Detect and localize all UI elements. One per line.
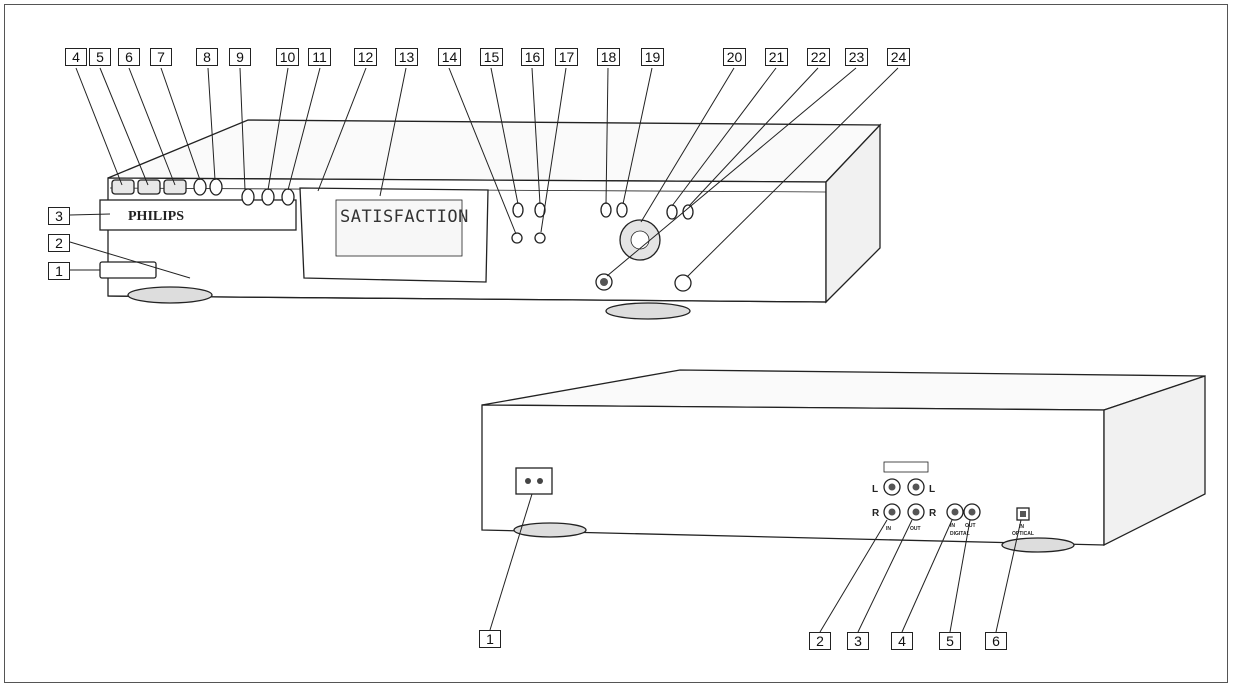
callout-front-22: 22 bbox=[807, 48, 830, 66]
front-side-panel bbox=[825, 123, 881, 304]
button-10a bbox=[241, 188, 255, 206]
callout-front-5: 5 bbox=[89, 48, 111, 66]
callout-front-14: 14 bbox=[438, 48, 461, 66]
display-inner bbox=[335, 199, 463, 257]
label-in-analog: IN bbox=[886, 526, 891, 532]
callout-front-20: 20 bbox=[723, 48, 746, 66]
label-r-out: R bbox=[929, 508, 937, 519]
mains-socket bbox=[515, 467, 553, 495]
button-18 bbox=[600, 202, 612, 218]
label-digital: DIGITAL bbox=[950, 531, 970, 537]
label-in-digital: IN bbox=[950, 523, 955, 529]
figure-frame bbox=[4, 4, 1228, 683]
callout-rear-4: 4 bbox=[891, 632, 913, 650]
jog-dial-center bbox=[630, 230, 650, 250]
callout-rear-3: 3 bbox=[847, 632, 869, 650]
callout-front-23: 23 bbox=[845, 48, 868, 66]
rear-unit bbox=[481, 369, 1206, 553]
label-optical: OPTICAL bbox=[1012, 531, 1034, 537]
callout-front-9: 9 bbox=[229, 48, 251, 66]
callout-front-7: 7 bbox=[150, 48, 172, 66]
rear-face-panel bbox=[481, 404, 1105, 546]
callout-front-18: 18 bbox=[597, 48, 620, 66]
label-in-optical: IN bbox=[1019, 524, 1024, 530]
callout-front-15: 15 bbox=[480, 48, 503, 66]
rear-labels: L L R R IN OUT IN OUT DIGITAL IN OPTICAL bbox=[872, 484, 1034, 537]
open-close-button bbox=[111, 179, 135, 195]
front-foot-right bbox=[605, 302, 691, 320]
callout-front-4: 4 bbox=[65, 48, 87, 66]
label-r-in: R bbox=[872, 508, 880, 519]
callout-front-16: 16 bbox=[521, 48, 544, 66]
label-out-analog: OUT bbox=[910, 526, 921, 532]
button-10b bbox=[261, 188, 275, 206]
front-leader-lines bbox=[69, 67, 899, 279]
callout-rear-1: 1 bbox=[479, 630, 501, 648]
callout-front-19: 19 bbox=[641, 48, 664, 66]
power-button bbox=[99, 261, 157, 279]
rear-foot-right bbox=[1001, 537, 1075, 553]
button-8b bbox=[209, 178, 223, 196]
callout-front-13: 13 bbox=[395, 48, 418, 66]
callout-front-11: 11 bbox=[308, 48, 331, 66]
front-foot-left bbox=[127, 286, 213, 304]
callout-front-2: 2 bbox=[48, 234, 70, 252]
disc-tray bbox=[99, 199, 297, 231]
button-21 bbox=[666, 204, 678, 220]
button-14b bbox=[534, 232, 546, 244]
button-19 bbox=[616, 202, 628, 218]
button-15 bbox=[512, 202, 524, 218]
callout-front-8: 8 bbox=[196, 48, 218, 66]
front-unit bbox=[99, 119, 882, 320]
callout-rear-2: 2 bbox=[809, 632, 831, 650]
label-out-digital: OUT bbox=[965, 523, 976, 529]
rear-foot-left bbox=[513, 522, 587, 538]
headphone-jack-inner bbox=[600, 278, 608, 286]
button-8a bbox=[193, 178, 207, 196]
callout-front-12: 12 bbox=[354, 48, 377, 66]
button-11 bbox=[281, 188, 295, 206]
callout-front-6: 6 bbox=[118, 48, 140, 66]
label-l-in: L bbox=[872, 484, 878, 495]
rear-leader-lines bbox=[489, 493, 1022, 633]
front-top-panel bbox=[107, 119, 882, 183]
callout-front-1: 1 bbox=[48, 262, 70, 280]
brand-logo: PHILIPS bbox=[128, 209, 184, 224]
display-text: SATISFACTION bbox=[340, 207, 469, 227]
callout-rear-6: 6 bbox=[985, 632, 1007, 650]
button-14a bbox=[511, 232, 523, 244]
label-l-out: L bbox=[929, 484, 935, 495]
rear-top-panel bbox=[481, 369, 1206, 411]
rear-side-panel bbox=[1103, 375, 1206, 547]
callout-front-10: 10 bbox=[276, 48, 299, 66]
callout-front-21: 21 bbox=[765, 48, 788, 66]
button-22 bbox=[682, 204, 694, 220]
volume-knob bbox=[674, 274, 692, 292]
callout-rear-5: 5 bbox=[939, 632, 961, 650]
callout-front-24: 24 bbox=[887, 48, 910, 66]
callout-front-17: 17 bbox=[555, 48, 578, 66]
analog-bracket bbox=[883, 461, 929, 473]
callout-front-3: 3 bbox=[48, 207, 70, 225]
record-button bbox=[137, 179, 161, 195]
stop-button bbox=[163, 179, 187, 195]
